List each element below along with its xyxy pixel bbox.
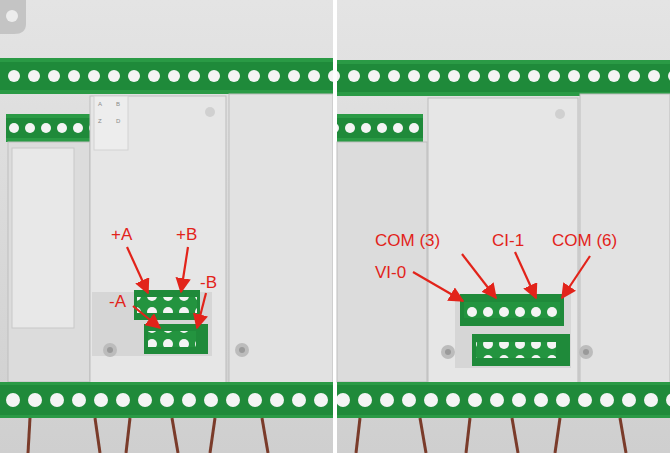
terminal-legend: A xyxy=(98,101,102,107)
pin-name: -A xyxy=(109,293,126,310)
pin-name: COM (3) xyxy=(375,232,440,249)
pin-name: +A xyxy=(111,226,132,243)
terminal-legend: Z xyxy=(98,118,102,124)
pin-name: COM (6) xyxy=(552,232,617,249)
right-panel xyxy=(337,0,670,453)
pin-name: +B xyxy=(176,226,197,243)
pin-name: CI-1 xyxy=(492,232,524,249)
pin-name: -B xyxy=(200,274,217,291)
panel-divider xyxy=(333,0,337,453)
leader-arrows xyxy=(127,247,590,328)
terminal-legend: B xyxy=(116,101,120,107)
terminal-legend: D xyxy=(116,118,120,124)
pin-name: VI-0 xyxy=(375,264,406,281)
left-panel xyxy=(0,0,333,453)
